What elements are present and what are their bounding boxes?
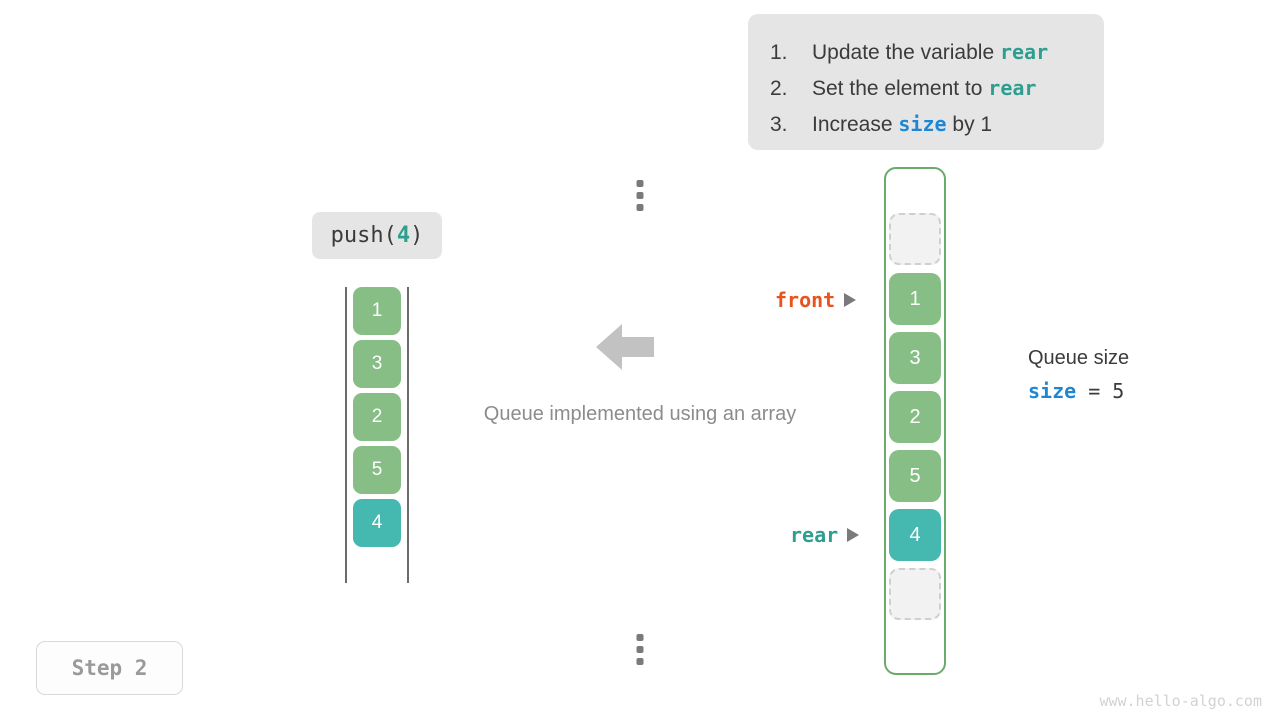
pointer-front: front — [775, 288, 857, 312]
array-cell-highlighted: 4 — [353, 499, 401, 547]
size-variable-name: size — [1028, 379, 1077, 403]
size-operator: = — [1076, 379, 1113, 403]
watermark: www.hello-algo.com — [1099, 692, 1262, 710]
array-representation: 1 3 2 5 4 — [345, 287, 409, 583]
instruction-text: Set the element to — [812, 77, 989, 100]
step-badge: Step 2 — [36, 641, 183, 695]
size-readout-expression: size = 5 — [1028, 373, 1228, 409]
instruction-text-suffix: by 1 — [946, 113, 993, 136]
arrow-right-icon — [844, 293, 857, 307]
size-readout: Queue size size = 5 — [1028, 343, 1228, 409]
instruction-keyword-rear: rear — [999, 40, 1049, 64]
instruction-text: Update the variable — [812, 41, 1000, 64]
array-cell: 2 — [353, 393, 401, 441]
queue-slot: 2 — [889, 391, 941, 443]
queue-slot-highlighted: 4 — [889, 509, 941, 561]
instruction-number: 1. — [770, 41, 788, 64]
size-value: 5 — [1112, 379, 1125, 403]
queue-slot-empty — [889, 213, 941, 265]
instruction-number: 2. — [770, 77, 788, 100]
queue-slot: 1 — [889, 273, 941, 325]
instruction-item: 3. Increase size by 1 — [770, 106, 1104, 142]
pointer-rear: rear — [790, 523, 860, 547]
arrow-left-icon — [596, 322, 654, 372]
instruction-keyword-size: size — [898, 112, 947, 136]
instruction-item: 1. Update the variable rear — [770, 34, 1104, 70]
ellipsis-dots-bottom-icon — [636, 634, 644, 665]
instruction-number: 3. — [770, 113, 788, 136]
queue-slot: 5 — [889, 450, 941, 502]
queue-slot-empty — [889, 568, 941, 620]
operation-prefix: push( — [330, 223, 397, 248]
pointer-front-label: front — [775, 288, 836, 312]
array-cell: 5 — [353, 446, 401, 494]
array-left-rail — [345, 287, 347, 583]
array-cell: 1 — [353, 287, 401, 335]
ellipsis-dots-top-icon — [636, 180, 644, 211]
operation-label: push(4) — [312, 212, 442, 259]
operation-argument: 4 — [396, 223, 411, 248]
array-right-rail — [407, 287, 409, 583]
operation-suffix: ) — [410, 223, 424, 248]
diagram-caption: Queue implemented using an array — [483, 403, 797, 425]
array-cell: 3 — [353, 340, 401, 388]
instruction-item: 2. Set the element to rear — [770, 70, 1104, 106]
pointer-rear-label: rear — [790, 523, 839, 547]
arrow-right-icon — [847, 528, 860, 542]
instruction-keyword-rear: rear — [988, 76, 1037, 100]
instruction-card: 1. Update the variable rear 2. Set the e… — [748, 14, 1104, 150]
instruction-text: Increase — [812, 113, 899, 136]
queue-slot: 3 — [889, 332, 941, 384]
size-readout-title: Queue size — [1028, 347, 1130, 369]
